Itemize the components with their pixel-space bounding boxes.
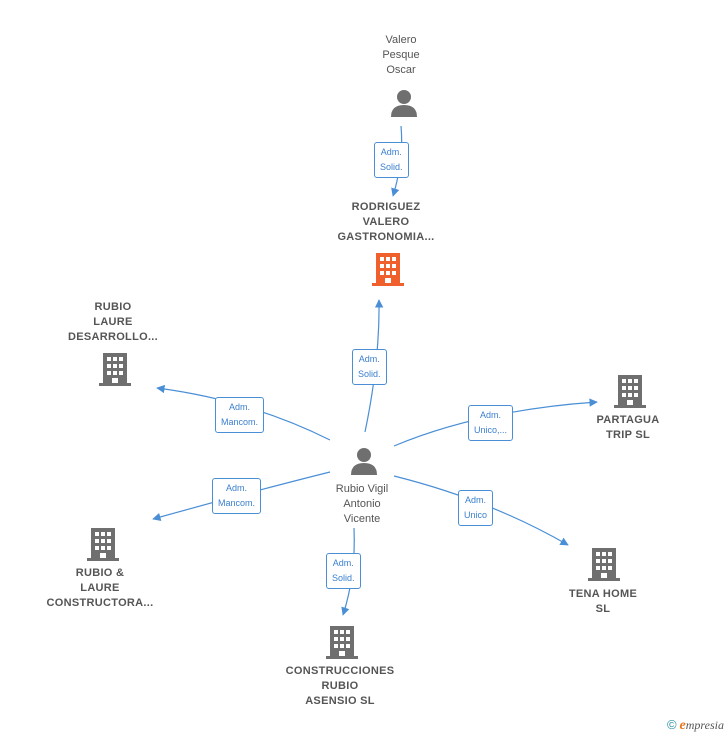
brand-logo-e: e (679, 718, 686, 733)
building-icon (87, 528, 119, 561)
node-valero-pesque-oscar[interactable]: Valero Pesque Oscar (351, 33, 451, 78)
node-label: Rubio Vigil Antonio Vicente (335, 483, 389, 525)
node-rodriguez-valero-gastronomia[interactable]: RODRIGUEZ VALERO GASTRONOMIA... (321, 200, 451, 245)
edge-label-rubio-vigil-rubio-laure-constructora: Adm. Mancom. (212, 478, 262, 514)
node-label: RODRIGUEZ VALERO GASTRONOMIA... (337, 201, 435, 243)
edge-label-rubio-vigil-partagua: Adm. Unico,... (468, 405, 514, 441)
edge-label-rubio-vigil-tena: Adm. Unico (458, 490, 494, 526)
person-icon (351, 448, 377, 475)
building-icon (588, 548, 620, 581)
node-label: PARTAGUA TRIP SL (596, 414, 660, 441)
building-icon (326, 626, 358, 659)
node-label: RUBIO LAURE DESARROLLO... (67, 301, 159, 343)
building-icon (372, 253, 404, 286)
brand-watermark: © empresia (667, 717, 724, 734)
node-partagua-trip[interactable]: PARTAGUA TRIP SL (578, 413, 678, 443)
edge-label-rubio-vigil-rodriguez: Adm. Solid. (352, 349, 387, 385)
node-rubio-laure-constructora[interactable]: RUBIO & LAURE CONSTRUCTORA... (40, 566, 160, 611)
node-label: Valero Pesque Oscar (382, 34, 420, 76)
brand-name: mpresia (685, 718, 724, 732)
copyright-icon: © (666, 717, 677, 732)
person-icon (391, 90, 417, 117)
node-label: CONSTRUCCIONES RUBIO ASENSIO SL (285, 665, 395, 707)
edge-label-rubio-vigil-rubio-laure-desarrollo: Adm. Mancom. (215, 397, 265, 433)
node-tena-home[interactable]: TENA HOME SL (553, 587, 653, 617)
node-construcciones-rubio-asensio[interactable]: CONSTRUCCIONES RUBIO ASENSIO SL (275, 664, 405, 709)
edge-label-rubio-vigil-construcciones: Adm. Solid. (326, 553, 361, 589)
node-label: TENA HOME SL (568, 588, 638, 615)
node-rubio-laure-desarrollo[interactable]: RUBIO LAURE DESARROLLO... (58, 300, 168, 345)
node-rubio-vigil-antonio-vicente[interactable]: Rubio Vigil Antonio Vicente (312, 482, 412, 527)
building-icon (614, 375, 646, 408)
building-icon (99, 353, 131, 386)
edge-label-valero-rodriguez: Adm. Solid. (374, 142, 409, 178)
node-label: RUBIO & LAURE CONSTRUCTORA... (46, 567, 154, 609)
